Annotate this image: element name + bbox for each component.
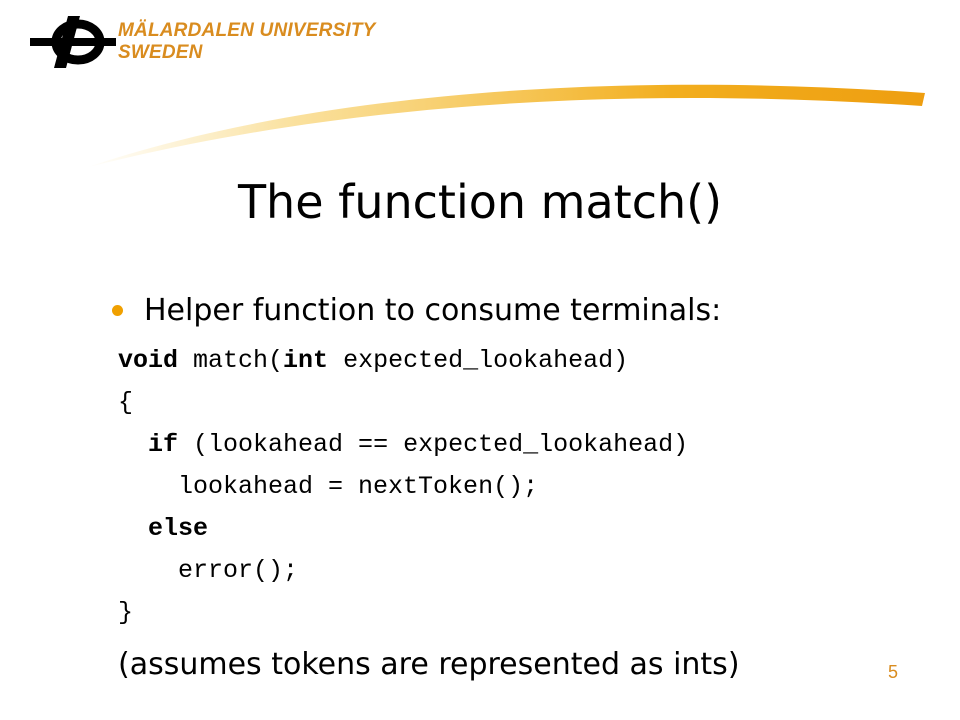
code-keyword: void bbox=[118, 346, 179, 375]
page-number: 5 bbox=[888, 662, 899, 682]
code-line: void match(int expected_lookahead) bbox=[118, 346, 629, 375]
code-block: void match(int expected_lookahead) { if … bbox=[118, 340, 688, 634]
code-line: error(); bbox=[178, 556, 299, 585]
university-name: MÄLARDALEN UNIVERSITY SWEDEN bbox=[118, 20, 376, 64]
bullet-item: Helper function to consume terminals: bbox=[112, 288, 721, 332]
bullet-dot-icon bbox=[112, 304, 123, 316]
bullet-text: Helper function to consume terminals: bbox=[144, 292, 722, 328]
code-line: { bbox=[118, 388, 134, 417]
header-swoosh bbox=[85, 84, 925, 168]
slide-title: The function match() bbox=[237, 175, 723, 229]
university-name-line1: MÄLARDALEN UNIVERSITY bbox=[118, 20, 376, 41]
code-line: lookahead = nextToken(); bbox=[178, 472, 539, 501]
code-keyword: else bbox=[148, 514, 209, 543]
code-keyword: if bbox=[148, 430, 179, 459]
university-name-line2: SWEDEN bbox=[118, 42, 203, 63]
mdh-logo-icon bbox=[30, 16, 116, 68]
code-line: } bbox=[118, 598, 134, 627]
code-line: if (lookahead == expected_lookahead) bbox=[148, 430, 689, 459]
slide-note: (assumes tokens are represented as ints) bbox=[118, 647, 740, 682]
code-line: else bbox=[118, 508, 688, 550]
code-keyword: int bbox=[283, 346, 329, 375]
